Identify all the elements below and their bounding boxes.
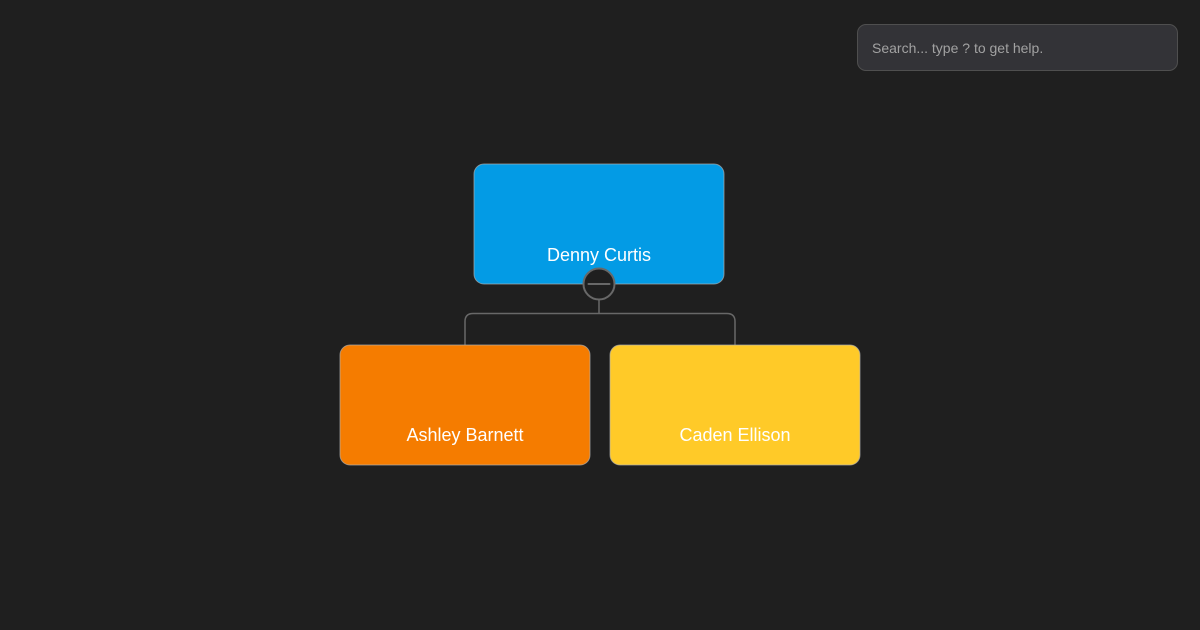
org-node-denny-curtis[interactable]: Denny Curtis (473, 163, 725, 285)
org-node-ashley-barnett[interactable]: Ashley Barnett (339, 344, 591, 466)
org-node-box[interactable] (473, 163, 725, 285)
collapse-button[interactable] (582, 267, 616, 301)
org-node-caden-ellison[interactable]: Caden Ellison (609, 344, 861, 466)
search-input[interactable] (857, 24, 1178, 71)
org-node-box[interactable] (609, 344, 861, 466)
org-node-name: Caden Ellison (679, 425, 790, 445)
link-children-trunk (464, 312, 736, 345)
org-node-name: Ashley Barnett (406, 425, 523, 445)
org-node-box[interactable] (339, 344, 591, 466)
org-node-name: Denny Curtis (547, 245, 651, 265)
